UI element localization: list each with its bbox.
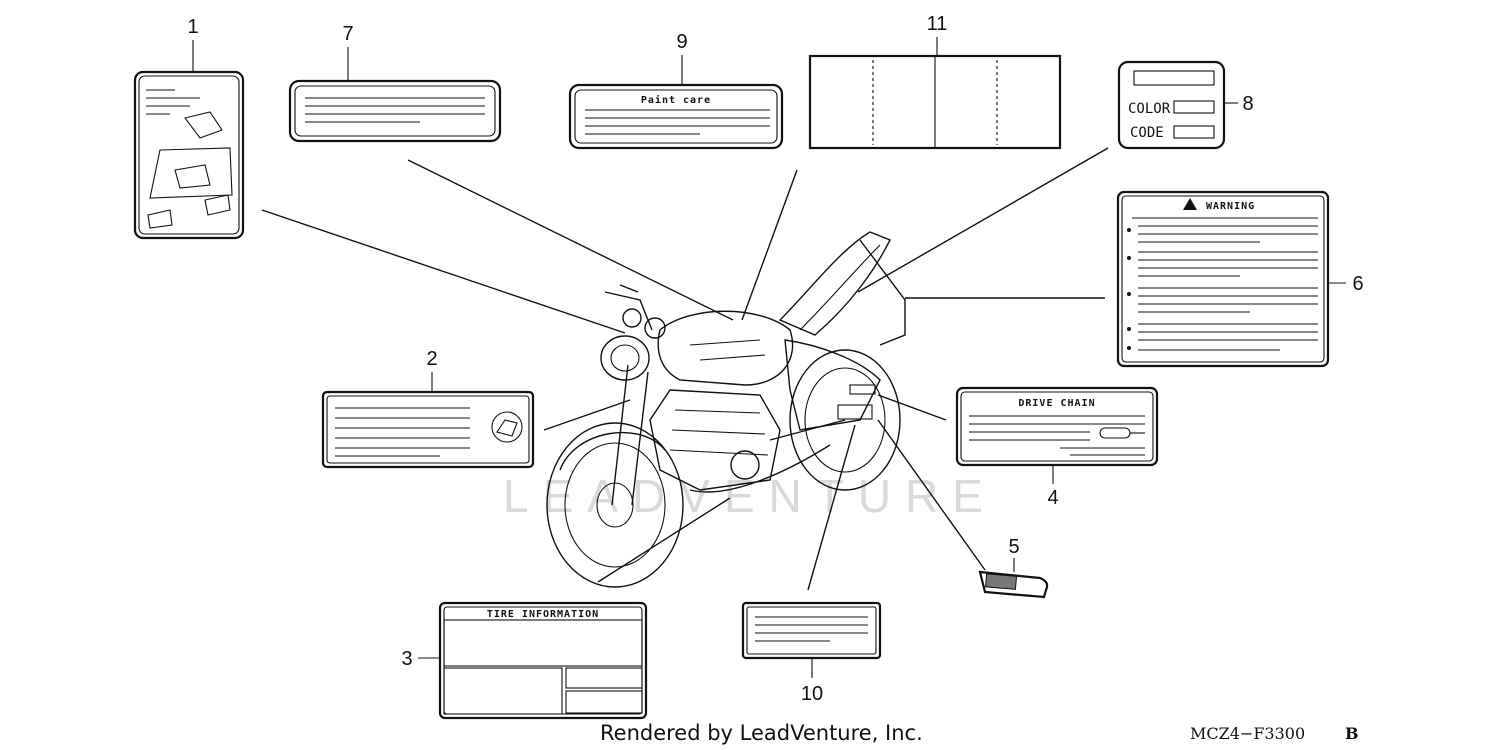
label-9-paint-care: Paint care [568, 83, 784, 150]
leader-line-4 [877, 394, 947, 421]
callout-number-5: 5 [1008, 536, 1019, 558]
label-3-tire-information: TIRE INFORMATION [438, 601, 648, 720]
leader-lines [261, 147, 1109, 591]
leader-line-5 [877, 419, 986, 571]
leader-line-3 [597, 497, 731, 583]
callout-number-4: 4 [1047, 487, 1058, 509]
code-label: CODE [1130, 125, 1164, 141]
warning-triangle-icon [1183, 198, 1197, 210]
leader-line-7 [407, 159, 734, 321]
callout-numbers: 1 2 3 4 5 6 7 8 9 10 11 [187, 13, 1363, 705]
paint-care-heading: Paint care [641, 94, 711, 106]
callout-number-1: 1 [187, 16, 198, 38]
warning-heading: WARNING [1206, 201, 1255, 212]
color-label: COLOR [1128, 101, 1171, 117]
diagram-code-suffix: B [1345, 724, 1359, 743]
label-4-drive-chain: DRIVE CHAIN [955, 386, 1159, 467]
label-6-warning: WARNING [1116, 190, 1330, 368]
label-10 [741, 601, 882, 660]
drive-chain-heading: DRIVE CHAIN [1018, 398, 1095, 409]
callout-number-11: 11 [927, 13, 948, 35]
leader-line-11 [741, 169, 798, 321]
leader-line-2 [543, 399, 631, 431]
label-8-color-code: COLOR CODE [1117, 60, 1226, 150]
motorcycle-illustration [546, 231, 906, 588]
label-11 [808, 54, 1062, 150]
label-1-pictogram [133, 70, 245, 240]
leader-line-1 [261, 209, 626, 334]
callout-number-3: 3 [401, 648, 412, 670]
label-5-tag [978, 570, 1049, 599]
callout-number-8: 8 [1242, 93, 1253, 115]
callout-number-6: 6 [1352, 273, 1363, 295]
leader-line-8 [857, 147, 1109, 293]
leader-line-10 [807, 424, 856, 591]
wing-logo-icon [496, 419, 518, 437]
label-2-wing-logo [321, 390, 535, 469]
label-7 [288, 79, 502, 143]
tire-information-heading: TIRE INFORMATION [487, 609, 599, 620]
diagram-code: MCZ4−F3300 [1190, 724, 1305, 743]
callout-number-7: 7 [342, 23, 353, 45]
callout-number-10: 10 [801, 683, 823, 705]
callout-number-2: 2 [426, 348, 437, 370]
callout-number-9: 9 [676, 31, 687, 53]
rendered-by-text: Rendered by LeadVenture, Inc. [600, 721, 923, 745]
